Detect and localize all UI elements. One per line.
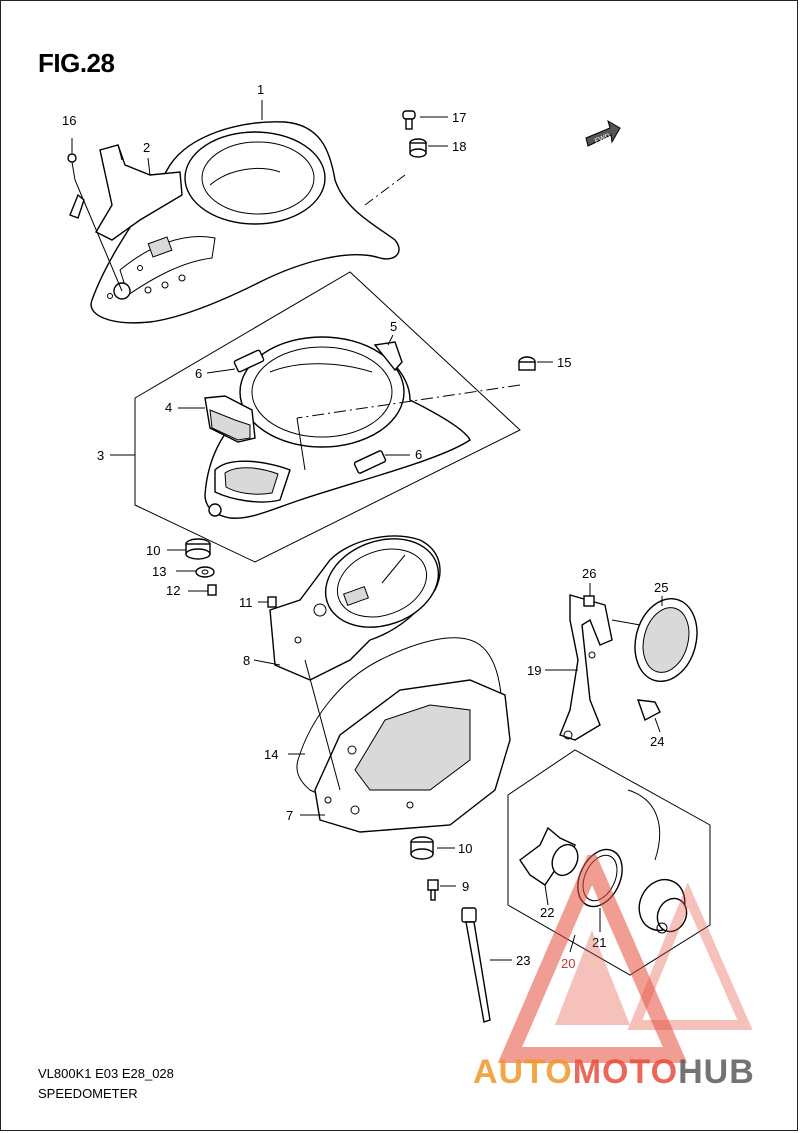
label-part-14: 14	[264, 747, 278, 762]
label-part-8: 8	[243, 653, 250, 668]
label-part-11: 11	[239, 595, 253, 610]
label-part-15: 15	[557, 355, 571, 370]
label-part-26: 26	[582, 566, 596, 581]
watermark-logo-icon	[497, 855, 753, 1063]
label-part-10-lower: 10	[458, 841, 472, 856]
label-part-25: 25	[654, 580, 668, 595]
label-part-12: 12	[166, 583, 180, 598]
watermark-text-auto: AUTO	[473, 1053, 573, 1091]
label-part-21: 21	[592, 935, 606, 950]
part-25-reflector	[611, 596, 698, 683]
label-part-2: 2	[143, 140, 150, 155]
part-24-clip	[636, 699, 661, 733]
label-part-17: 17	[452, 110, 466, 125]
part-17-screw	[402, 110, 416, 130]
speedometer-gauge	[269, 535, 441, 681]
label-part-7: 7	[286, 808, 293, 823]
forward-arrow-icon: FWD	[585, 119, 621, 147]
watermark-text: AUTOMOTOHUB	[473, 1053, 755, 1092]
part-7-lower-case	[300, 679, 511, 833]
part-16-screw	[67, 138, 123, 292]
label-part-13: 13	[152, 564, 166, 579]
label-part-20: 20	[561, 956, 575, 971]
part-6-cushion-upper	[206, 349, 265, 374]
label-part-9: 9	[462, 879, 469, 894]
watermark-text-hub: HUB	[678, 1053, 755, 1091]
part-3-meter-case	[204, 336, 471, 519]
part-10-grommet-lower	[410, 836, 455, 860]
label-part-3: 3	[97, 448, 104, 463]
label-part-19: 19	[527, 663, 541, 678]
part-19-reflector-bracket	[545, 594, 613, 741]
figure-title: FIG.28	[38, 48, 115, 78]
part-23-cable-tie	[461, 907, 512, 1023]
part-9-screw	[427, 879, 456, 901]
label-part-6-lower: 6	[415, 447, 422, 462]
label-part-22: 22	[540, 905, 554, 920]
label-part-1: 1	[257, 82, 264, 97]
part-1-meter-cover	[90, 121, 400, 324]
part-2-bracket	[69, 144, 183, 241]
part-6-cushion-lower	[353, 450, 410, 474]
part-13-washer	[176, 566, 215, 578]
part-15-plug	[296, 356, 553, 471]
part-26-nut	[583, 583, 595, 607]
label-part-16: 16	[62, 113, 76, 128]
part-12-nut	[188, 584, 217, 596]
label-part-4: 4	[165, 400, 172, 415]
label-part-18: 18	[452, 139, 466, 154]
watermark-text-moto: MOTO	[572, 1053, 679, 1091]
model-code: VL800K1 E03 E28_028	[38, 1066, 174, 1081]
part-5-clip	[373, 334, 403, 372]
part-18-grommet	[409, 138, 427, 158]
label-part-10-upper: 10	[146, 543, 160, 558]
part-10-grommet-upper	[167, 538, 211, 560]
label-part-6-upper: 6	[195, 366, 202, 381]
part-20-bulb-socket	[569, 789, 688, 953]
part-11-screw	[258, 596, 277, 608]
diagram-name: SPEEDOMETER	[38, 1086, 138, 1101]
label-part-5: 5	[390, 319, 397, 334]
part-4-indicator-lens	[178, 395, 256, 443]
part-22-bulb-holder-seal	[519, 826, 579, 906]
label-part-23: 23	[516, 953, 530, 968]
label-part-24: 24	[650, 734, 664, 749]
